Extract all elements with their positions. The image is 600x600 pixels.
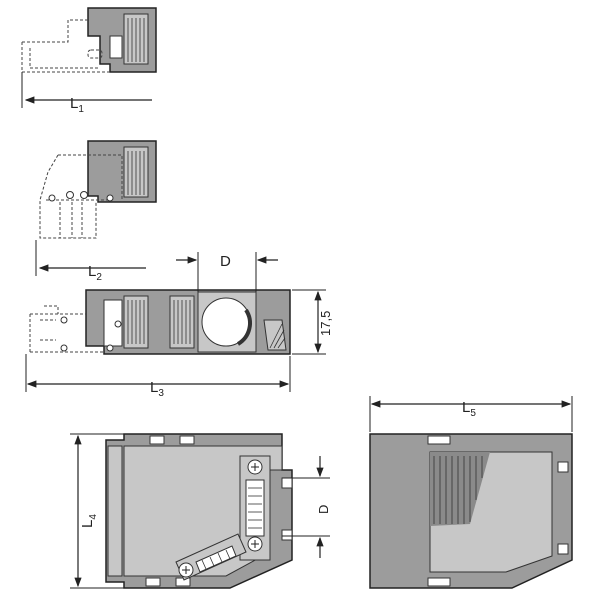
view-1-hood-straight: L1	[21, 7, 157, 115]
view-2-hood-angled: L2	[35, 140, 157, 283]
dimension-l1-label: L1	[70, 95, 84, 115]
dimension-l5-label: L5	[462, 399, 476, 419]
dimension-height-label: 17,5	[318, 311, 333, 336]
dimension-l4-label: L4	[79, 514, 99, 528]
view-4-hood-front: L4 D	[70, 433, 331, 589]
view-3-hood-side: D 17,5 L3	[25, 252, 333, 399]
dimension-l3-label: L3	[150, 379, 164, 399]
view-5-hood-top: L5	[369, 396, 573, 589]
dimension-d-side-label: D	[316, 505, 331, 514]
dimension-l2-label: L2	[88, 263, 102, 283]
dimension-d-top-label: D	[220, 253, 231, 270]
